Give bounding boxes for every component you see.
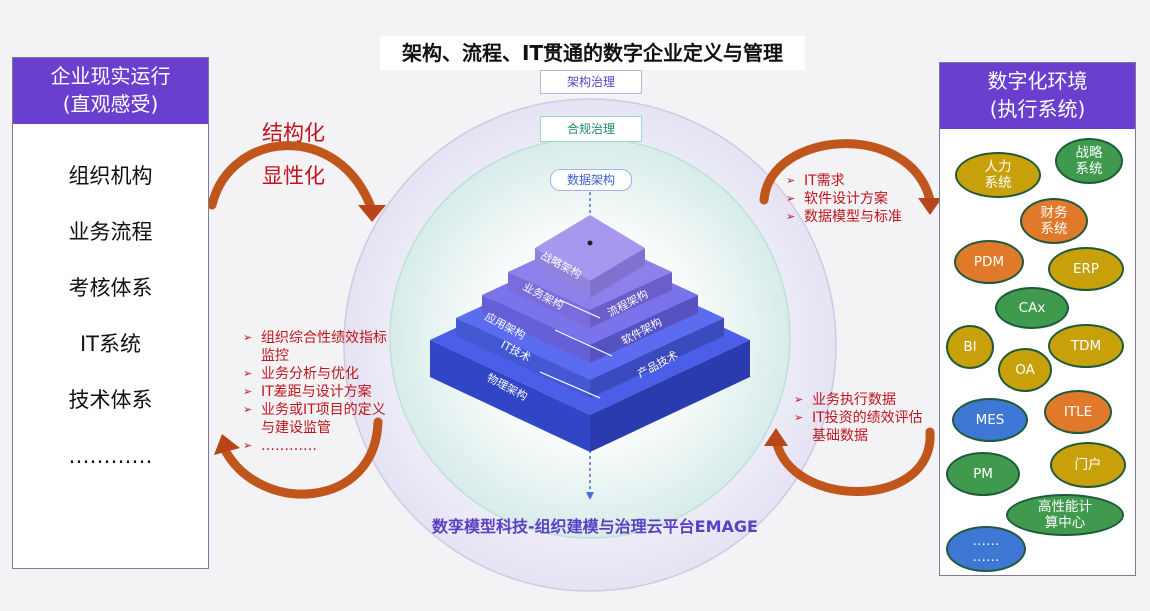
left-item-it: IT系统 <box>79 332 142 356</box>
system-erp-label: ERP <box>1072 261 1100 277</box>
system-hpc-l2: 算中心 <box>1044 515 1086 531</box>
system-more: ………… <box>946 526 1026 572</box>
system-pm-label: PM <box>973 466 993 482</box>
system-hr: 人力系统 <box>955 152 1041 198</box>
layer-4-right <box>590 318 724 398</box>
system-pm: PM <box>946 452 1020 496</box>
system-portal: 门户 <box>1050 442 1126 488</box>
system-more-l1: …… <box>972 533 1000 549</box>
arc-bottom-right <box>771 427 935 496</box>
apex-dot <box>587 240 593 246</box>
arch-governance-box: 架构治理 <box>540 70 642 94</box>
bl-bullet-4: 业务或IT项目的定义与建设监管 <box>243 401 388 437</box>
system-itle: ITLE <box>1044 390 1112 434</box>
layer-4-left <box>456 318 590 398</box>
layer-2-right <box>590 272 672 328</box>
system-cax: CAx <box>995 287 1069 329</box>
layer-5-left <box>430 340 590 452</box>
layer-2-left <box>508 272 590 328</box>
bl-bullet-3: IT差距与设计方案 <box>243 383 388 401</box>
system-strategy-l2: 系统 <box>1075 161 1103 177</box>
system-hr-l1: 人力 <box>984 159 1012 175</box>
system-finance-l2: 系统 <box>1040 221 1068 237</box>
system-oa: OA <box>998 348 1052 392</box>
flow-arrow-1 <box>559 299 601 319</box>
system-erp: ERP <box>1048 247 1124 291</box>
system-bi-label: BI <box>963 339 977 355</box>
bl-bullet-5: ………… <box>243 437 388 455</box>
system-finance: 财务系统 <box>1020 198 1088 244</box>
system-hpc: 高性能计算中心 <box>1006 494 1124 536</box>
right-header-line2: (执行系统) <box>989 97 1086 121</box>
layer-1-left <box>535 248 590 298</box>
system-strategy-l1: 战略 <box>1075 145 1103 161</box>
arc-bottom-right-head <box>764 428 788 446</box>
system-tdm: TDM <box>1048 324 1124 368</box>
layer-5-right <box>590 340 750 452</box>
arc-top-left <box>207 141 377 215</box>
left-item-org: 组织机构 <box>68 164 153 188</box>
flow-arrow-3 <box>539 371 601 399</box>
left-item-process: 业务流程 <box>68 220 153 244</box>
system-mes: MES <box>952 398 1028 442</box>
bl-bullet-2: 业务分析与优化 <box>243 365 388 383</box>
system-more-l2: …… <box>972 549 1000 565</box>
flow-arrow-2 <box>554 329 613 357</box>
left-item-tech: 技术体系 <box>68 388 153 412</box>
left-item-more: ………… <box>68 444 153 468</box>
bottom-left-bullets: 组织综合性绩效指标监控 业务分析与优化 IT差距与设计方案 业务或IT项目的定义… <box>243 329 388 455</box>
label-explicit: 显性化 <box>262 164 325 188</box>
left-panel: 企业现实运行 (直观感受) 组织机构 业务流程 考核体系 IT系统 技术体系 …… <box>12 57 209 569</box>
data-architecture-box: 数据架构 <box>550 169 632 191</box>
tr-bullet-2: 软件设计方案 <box>786 190 936 208</box>
system-oa-label: OA <box>1015 362 1035 378</box>
system-itle-label: ITLE <box>1063 404 1093 420</box>
layer-1-right <box>590 248 645 298</box>
system-strategy: 战略系统 <box>1055 138 1123 184</box>
system-tdm-label: TDM <box>1070 338 1102 354</box>
bottom-right-bullets: 业务执行数据 IT投资的绩效评估基础数据 <box>794 391 924 445</box>
top-right-bullets: IT需求 软件设计方案 数据模型与标准 <box>786 172 936 226</box>
layer-3-right <box>590 295 698 363</box>
br-bullet-2: IT投资的绩效评估基础数据 <box>794 409 924 445</box>
bl-bullet-1: 组织综合性绩效指标监控 <box>243 329 388 365</box>
platform-caption: 数孪模型科技-组织建模与治理云平台EMAGE <box>432 517 758 536</box>
right-panel-header: 数字化环境 (执行系统) <box>940 63 1135 129</box>
system-bi: BI <box>946 325 994 369</box>
tr-bullet-3: 数据模型与标准 <box>786 208 936 226</box>
left-header-line2: (直观感受) <box>62 92 159 116</box>
label-structured: 结构化 <box>262 121 325 145</box>
system-hr-l2: 系统 <box>984 175 1012 191</box>
system-hpc-l1: 高性能计 <box>1038 499 1092 515</box>
br-bullet-1: 业务执行数据 <box>794 391 924 409</box>
tr-bullet-1: IT需求 <box>786 172 936 190</box>
axis-arrow <box>586 492 594 500</box>
system-cax-label: CAx <box>1018 300 1046 316</box>
left-panel-header: 企业现实运行 (直观感受) <box>13 58 208 124</box>
system-mes-label: MES <box>975 412 1005 428</box>
left-item-assessment: 考核体系 <box>68 276 153 300</box>
right-header-line1: 数字化环境 <box>987 69 1088 93</box>
left-items-list: 组织机构 业务流程 考核体系 IT系统 技术体系 ………… <box>13 148 208 484</box>
arc-bottom-left-head <box>214 434 240 455</box>
page-title: 架构、流程、IT贯通的数字企业定义与管理 <box>380 36 805 70</box>
system-pdm-label: PDM <box>973 254 1005 270</box>
system-finance-l1: 财务 <box>1040 205 1068 221</box>
arc-top-left-head <box>358 205 386 222</box>
system-pdm: PDM <box>954 240 1024 284</box>
system-portal-label: 门户 <box>1074 457 1102 473</box>
layer-3-left <box>482 295 590 363</box>
compliance-governance-box: 合规治理 <box>540 116 642 142</box>
left-header-line1: 企业现实运行 <box>50 64 171 88</box>
